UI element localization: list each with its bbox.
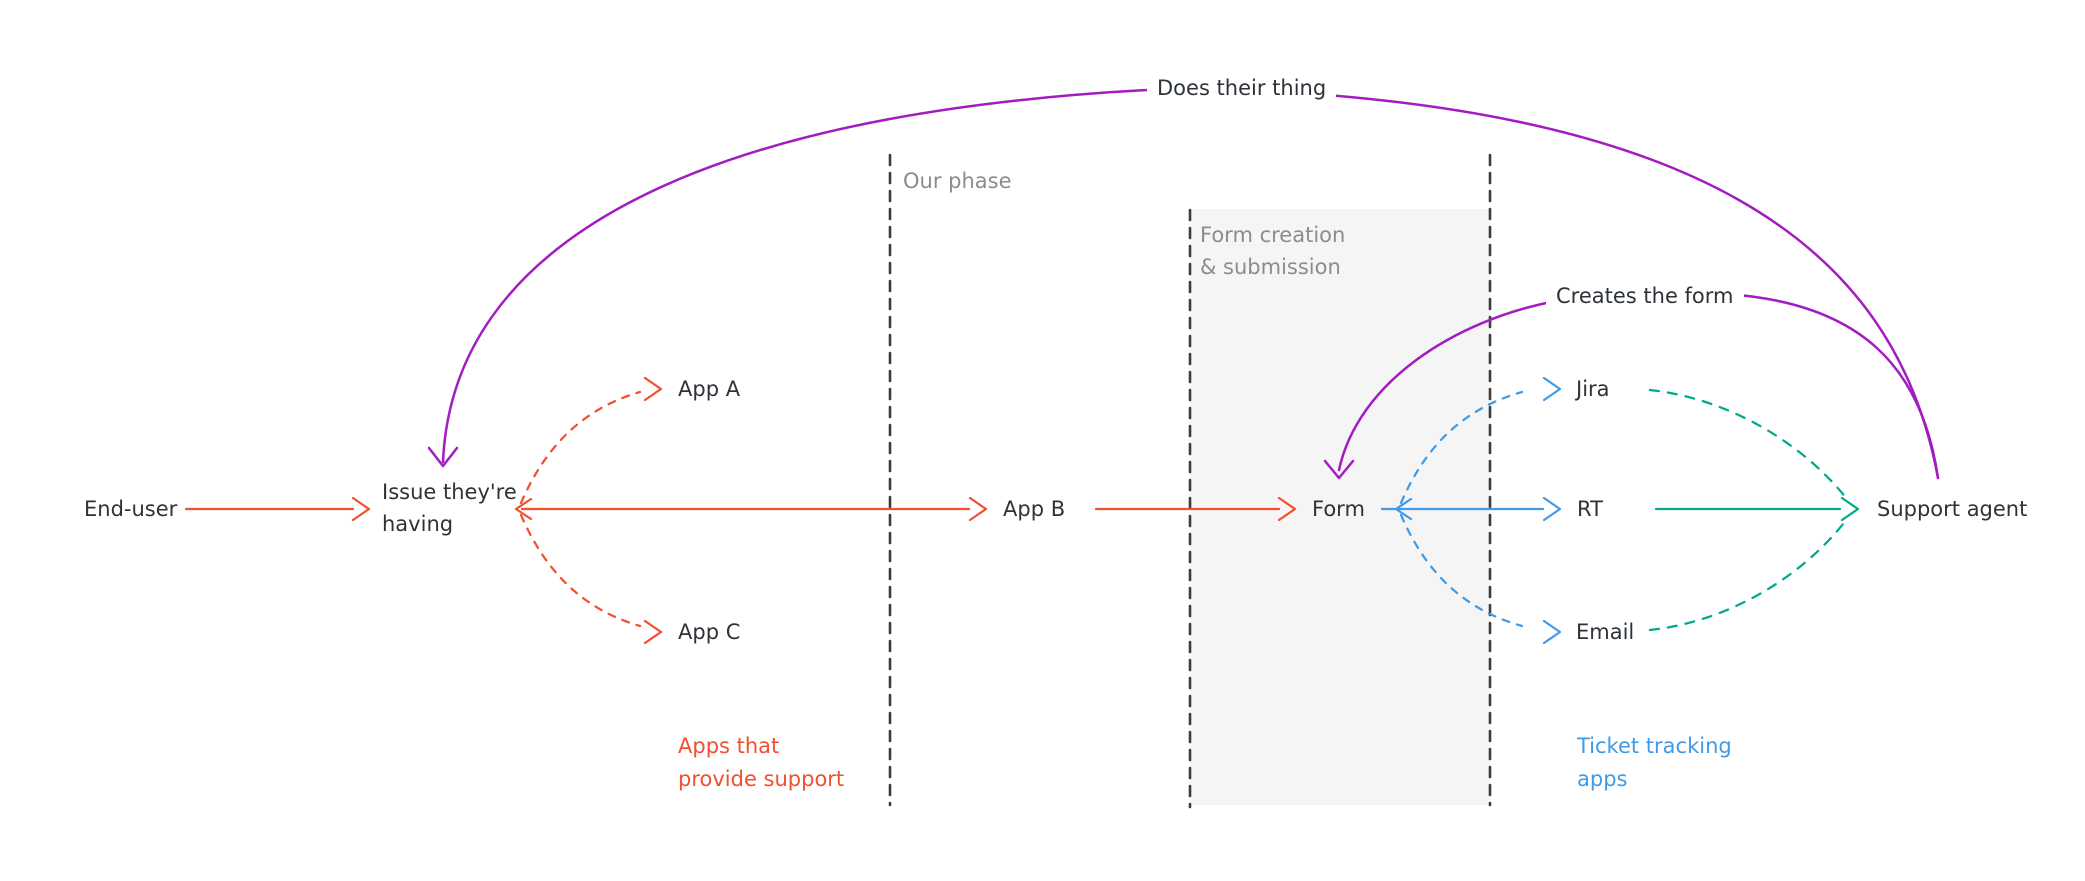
node-jira: Jira (1576, 377, 1610, 401)
dashed-curve-to-app-a (519, 390, 642, 505)
caption-apps-line1: Apps that (678, 734, 780, 758)
caption-apps-that-provide-support: Apps that provide support (678, 730, 844, 796)
caption-ticket-line2: apps (1577, 767, 1628, 791)
arrowhead-down-into-issue (427, 446, 459, 468)
annotation-does-their-thing: Does their thing (1147, 73, 1337, 104)
node-app-c: App C (678, 620, 741, 644)
arrowhead-into-app-c (643, 619, 663, 645)
node-support-agent: Support agent (1877, 497, 2028, 521)
arrowhead-into-email (1542, 619, 1562, 645)
node-issue-line2: having (382, 511, 454, 536)
phase-label-our-phase: Our phase (903, 169, 1012, 193)
node-form: Form (1312, 497, 1365, 521)
dashed-curve-to-app-c (519, 513, 642, 628)
node-app-a: App A (678, 377, 741, 401)
phase-label-form-creation: Form creation & submission (1200, 220, 1345, 283)
phase-label-form-creation-line1: Form creation (1200, 223, 1346, 247)
arrowhead-into-support-agent (1840, 496, 1860, 522)
arrowhead-into-rt (1542, 496, 1562, 522)
arrowhead-into-form (1277, 496, 1297, 522)
arrowhead-back-to-form (1394, 497, 1413, 521)
creates-the-form-curve-left (1337, 299, 1558, 472)
caption-ticket-line1: Ticket tracking (1577, 734, 1732, 758)
arrowhead-down-into-form (1323, 459, 1355, 480)
arrowhead-into-jira (1542, 376, 1562, 402)
phase-label-form-creation-line2: & submission (1200, 254, 1341, 279)
form-creation-phase-band (1190, 209, 1490, 805)
node-rt: RT (1577, 497, 1603, 521)
arrowhead-into-issue (351, 496, 371, 522)
arrowhead-into-app-b (968, 496, 988, 522)
caption-apps-line2: provide support (678, 767, 845, 791)
node-issue: Issue they're having (382, 477, 517, 540)
caption-ticket-tracking-apps: Ticket tracking apps (1577, 730, 1732, 796)
blue-flow (1380, 376, 1562, 645)
green-flow (1648, 388, 1860, 632)
annotation-creates-the-form: Creates the form (1546, 281, 1744, 312)
red-flow (184, 376, 1297, 645)
node-email: Email (1576, 620, 1635, 644)
dashed-curve-to-email (1399, 513, 1524, 628)
arrowhead-into-app-a (643, 376, 663, 402)
node-issue-line1: Issue they're (382, 480, 517, 504)
arrowhead-back-to-issue (514, 497, 533, 521)
node-end-user: End-user (84, 497, 178, 521)
dashed-curve-to-jira (1399, 390, 1524, 505)
creates-the-form-curve-right (1724, 292, 1940, 480)
node-app-b: App B (1003, 497, 1066, 521)
dashed-curve-email-to-agent (1648, 517, 1849, 632)
dashed-curve-jira-to-agent (1648, 388, 1849, 501)
phase-separators (888, 153, 1492, 809)
